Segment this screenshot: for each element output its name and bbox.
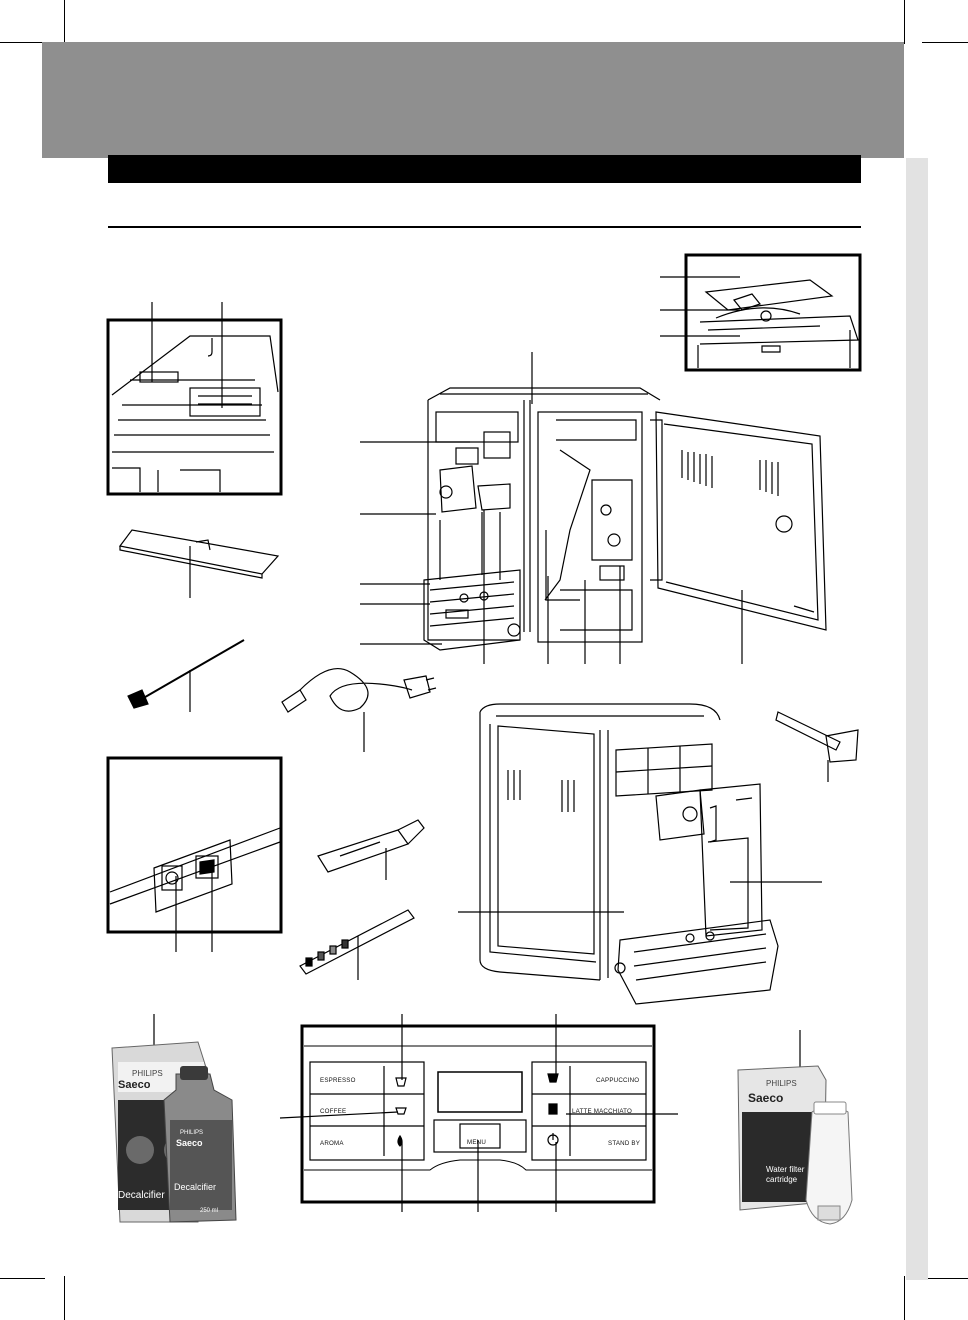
side-tab-strip (906, 158, 928, 1280)
descaler-box-brand: PHILIPS (132, 1069, 163, 1078)
section-title-bar (108, 155, 861, 183)
panel-label-coffee: COFFEE (320, 1108, 346, 1115)
filter-box-brand: PHILIPS (766, 1079, 797, 1088)
machine-open-view (423, 387, 827, 651)
crop-mark (904, 1276, 905, 1320)
crop-mark (922, 42, 968, 43)
panel-label-cappuccino: CAPPUCCINO (596, 1077, 639, 1084)
filter-box-product-line2: cartridge (766, 1175, 798, 1184)
descaler-bottle-product: Decalcifier (174, 1182, 216, 1192)
hopper-top-inset (106, 318, 283, 496)
crop-mark (0, 42, 45, 43)
descaler-bottle-brand: PHILIPS (180, 1130, 203, 1136)
coffee-scoop (775, 711, 859, 763)
machine-front-view (479, 703, 779, 1005)
power-cord (281, 668, 437, 713)
grease-tube (317, 819, 425, 873)
panel-label-stand-by: STAND BY (608, 1140, 640, 1147)
hopper-lid (118, 529, 280, 579)
crop-mark (64, 1276, 65, 1320)
panel-label-menu: MENU (467, 1139, 486, 1146)
descaler-product (111, 1041, 237, 1223)
panel-label-aroma: AROMA (320, 1140, 344, 1147)
panel-label-espresso: ESPRESSO (320, 1077, 356, 1084)
cover-inset (684, 253, 862, 372)
cleaning-brush (127, 639, 245, 709)
page-header-band (42, 42, 904, 158)
descaler-bottle-sub-brand: Saeco (176, 1138, 203, 1148)
crop-mark (0, 1278, 45, 1279)
filter-box-sub-brand: Saeco (748, 1091, 783, 1105)
panel-label-latte-macchiato: LATTE MACCHIATO (572, 1108, 632, 1115)
filter-box-product-line1: Water filter (766, 1165, 805, 1174)
water-filter-product (737, 1065, 853, 1225)
descaler-box-sub-brand: Saeco (118, 1079, 151, 1091)
crop-mark (64, 0, 65, 44)
crop-mark (922, 1278, 968, 1279)
descaler-bottle-volume: 250 ml (200, 1208, 218, 1214)
control-panel-diagram (300, 1024, 656, 1204)
descaler-box-product: Decalcifier (118, 1190, 165, 1201)
section-rule (108, 226, 861, 228)
crop-mark (904, 0, 905, 44)
hardness-test-strip (299, 909, 415, 975)
power-switch-inset (106, 756, 283, 934)
